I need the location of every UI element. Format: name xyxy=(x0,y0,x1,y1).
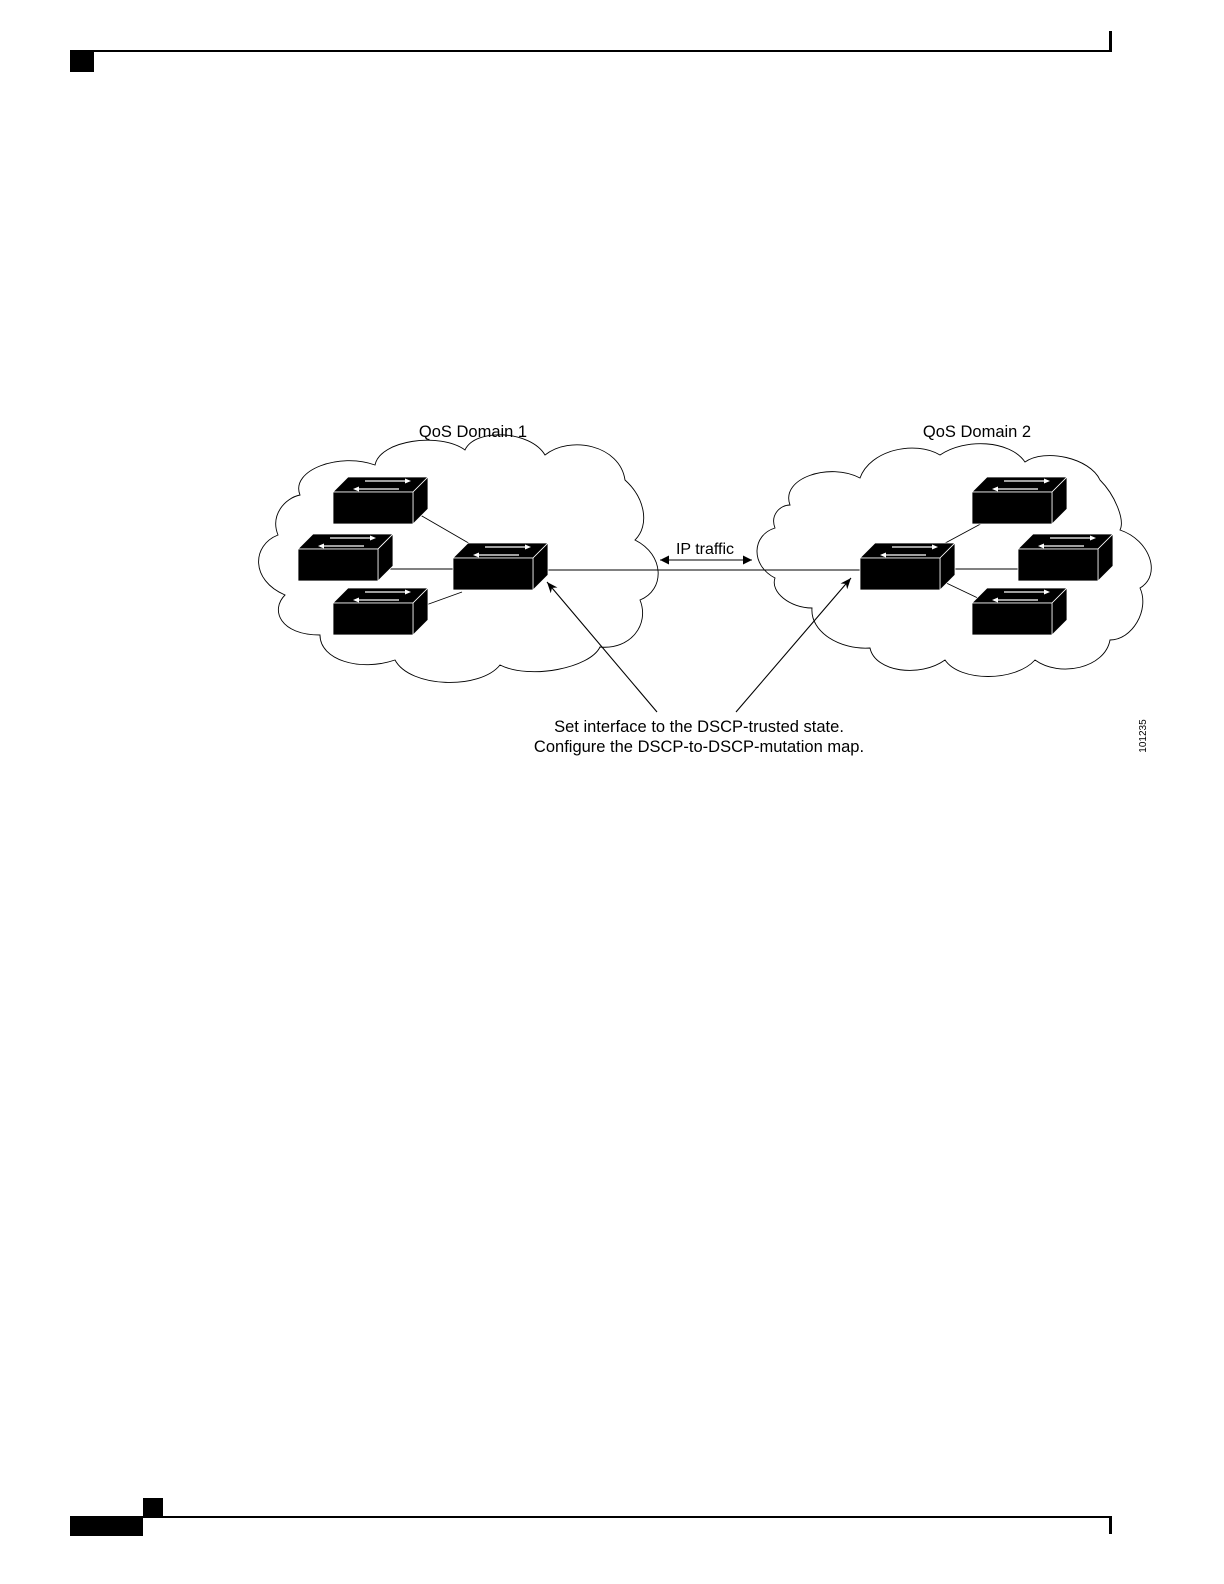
note-line-2: Configure the DSCP-to-DSCP-mutation map. xyxy=(534,738,864,756)
note-line-1: Set interface to the DSCP-trusted state. xyxy=(554,718,844,736)
switch-icon xyxy=(333,477,428,524)
footer-rule xyxy=(70,1516,1112,1518)
switch-icon xyxy=(972,588,1067,635)
domain-1-label: QoS Domain 1 xyxy=(419,423,527,441)
footer-block xyxy=(143,1498,163,1516)
switch-icon xyxy=(298,534,393,581)
switch-icon xyxy=(972,477,1067,524)
ip-traffic-label: IP traffic xyxy=(676,541,734,558)
switch-icon xyxy=(453,543,548,590)
switch-icon xyxy=(860,543,955,590)
domain-2-label: QoS Domain 2 xyxy=(923,423,1031,441)
switch-icon xyxy=(1018,534,1113,581)
footer-bar xyxy=(70,1516,143,1536)
footer-tick xyxy=(1109,1518,1112,1534)
switch-icon xyxy=(333,588,428,635)
figure-id: 101235 xyxy=(1138,719,1149,753)
